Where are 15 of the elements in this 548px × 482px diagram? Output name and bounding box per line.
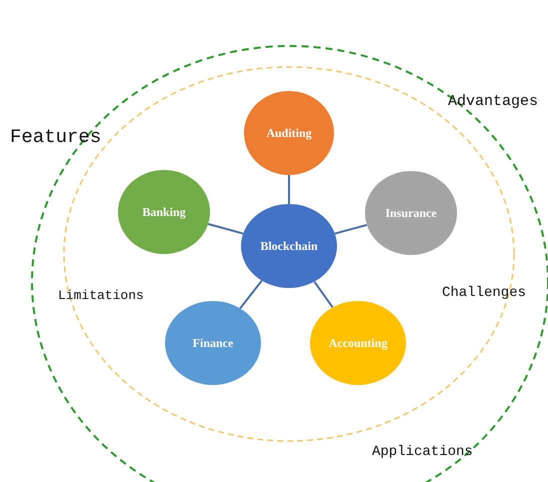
ring-label: Advantages <box>448 93 538 110</box>
connector-line <box>239 280 263 309</box>
ring-label: Challenges <box>442 285 526 301</box>
connector-line <box>208 223 244 234</box>
ring-label: Features <box>10 126 102 148</box>
connector-line <box>288 175 290 204</box>
node-label: Banking <box>142 204 186 220</box>
node-label: Auditing <box>266 126 312 140</box>
ring-label: Limitations <box>58 288 144 303</box>
ring-label: Applications <box>372 444 473 460</box>
node-label: Finance <box>192 336 234 350</box>
node-label: Insurance <box>385 206 437 220</box>
node-label: Blockchain <box>260 238 318 254</box>
connector-line <box>314 281 334 308</box>
node-label: Accounting <box>328 336 388 350</box>
